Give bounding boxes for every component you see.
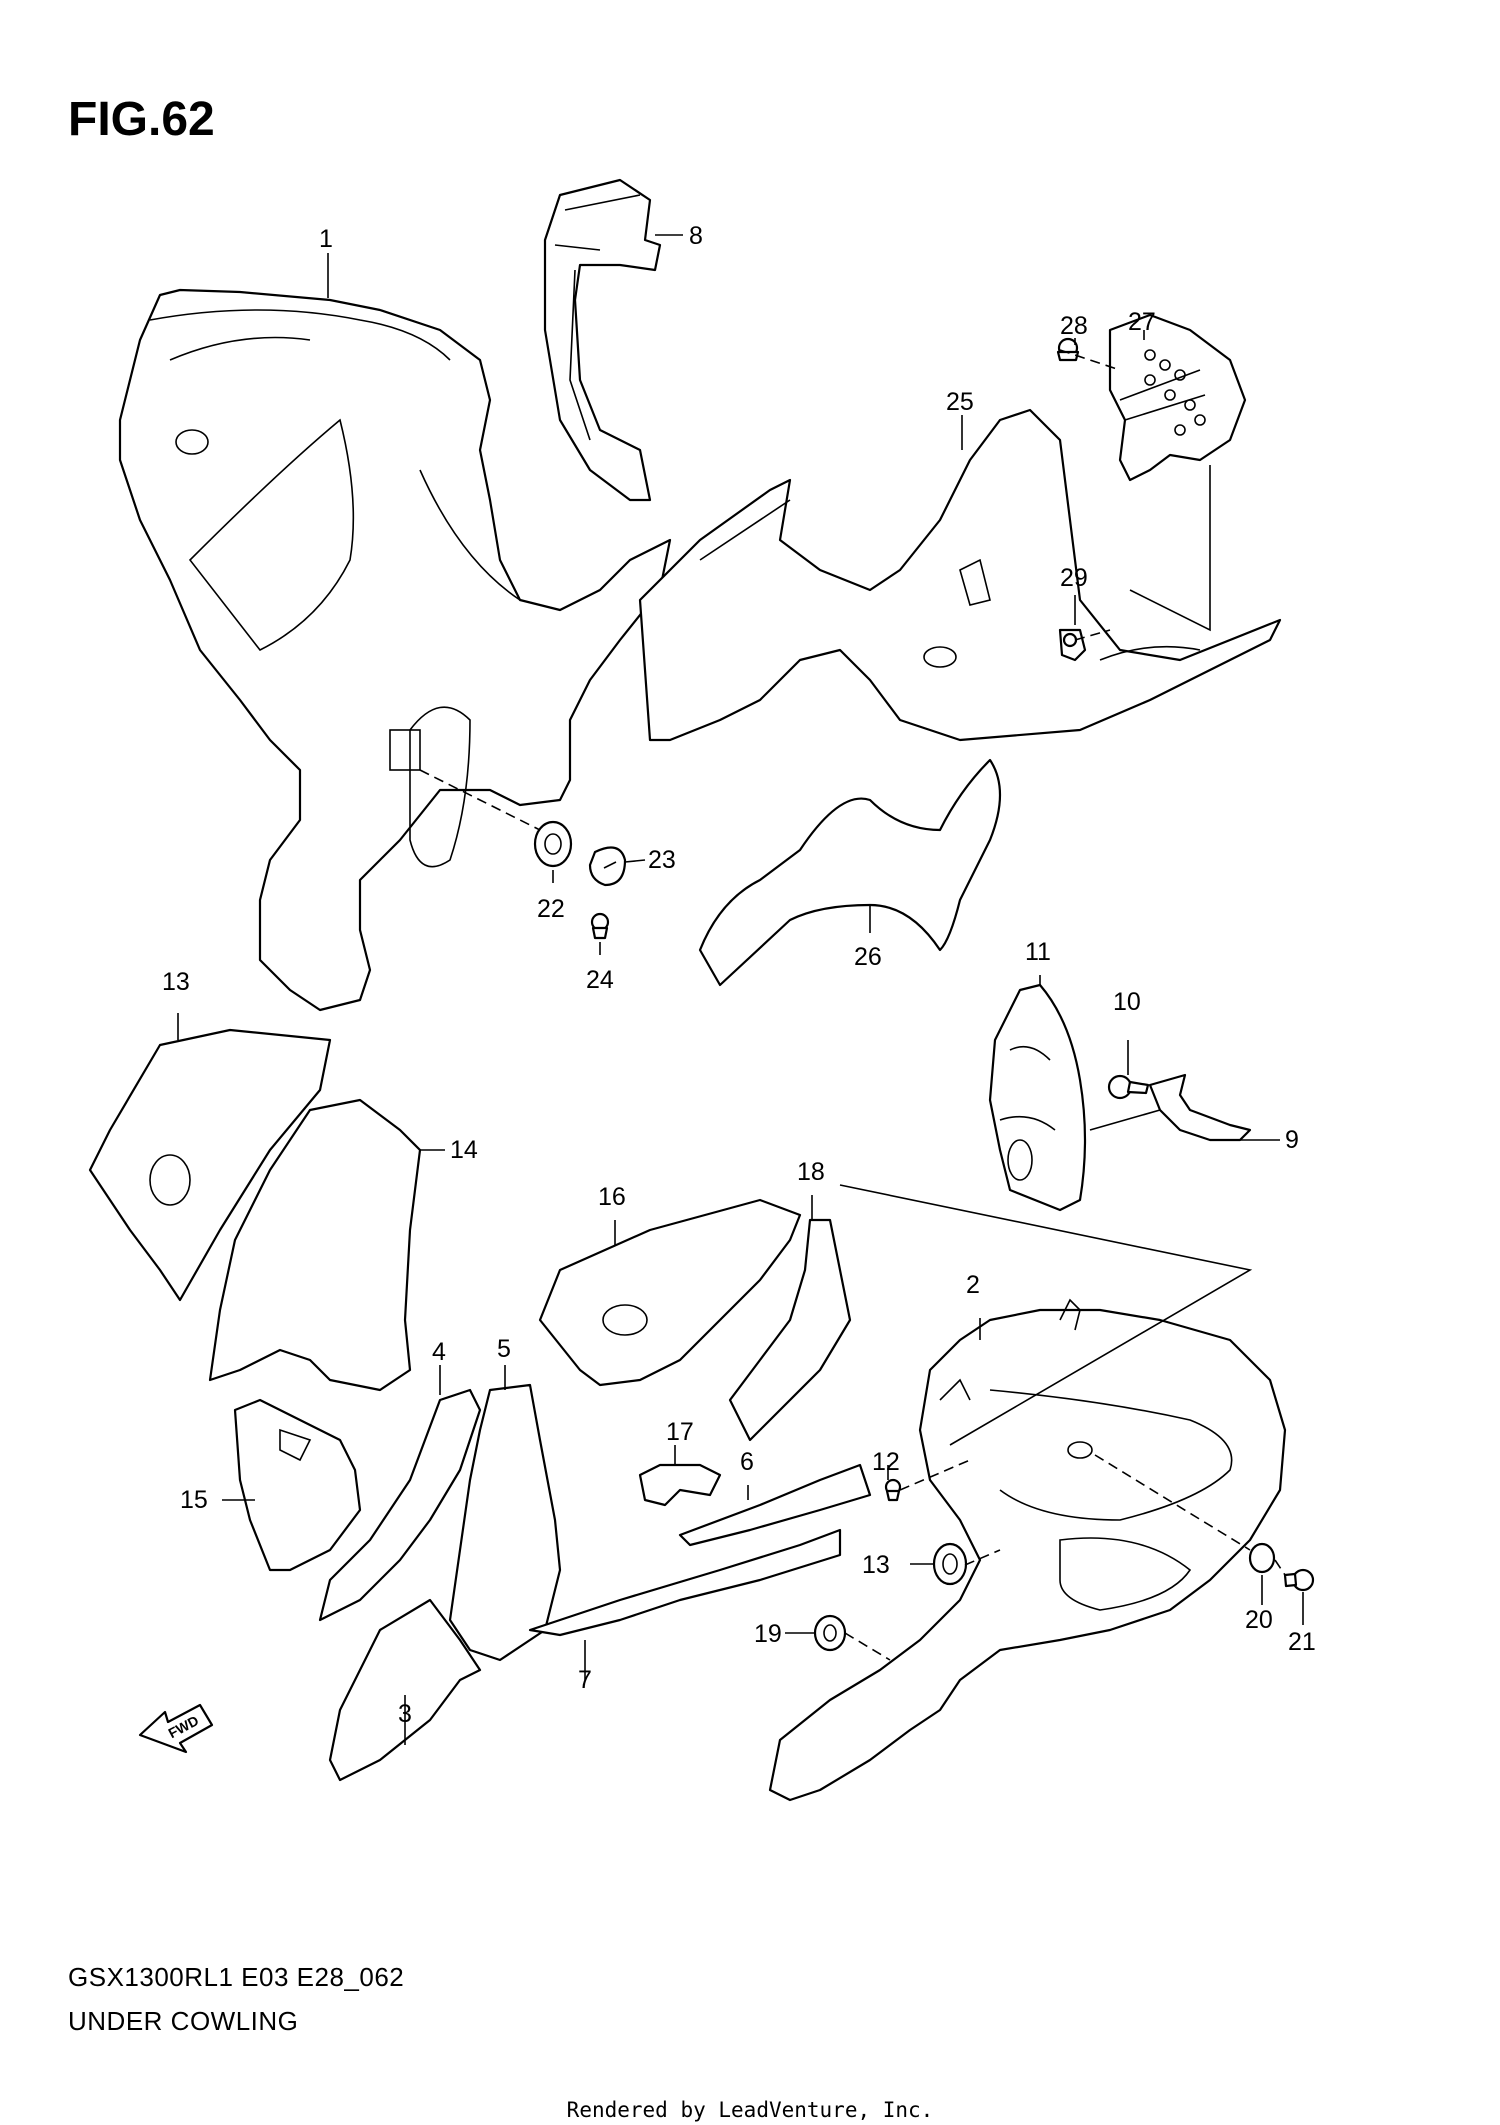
connection-lines [419,349,1286,1661]
part-10-bolt[interactable] [1107,1074,1150,1100]
part-26-liner[interactable] [698,758,1002,987]
part-21-bolt[interactable] [1283,1568,1315,1592]
figure-title: FIG.62 [68,93,215,146]
callout-16: 16 [598,1183,626,1211]
part-11-inner-panel[interactable] [988,983,1087,1212]
render-credit: Rendered by LeadVenture, Inc. [566,2098,934,2122]
callout-18: 18 [797,1158,825,1186]
callout-23: 23 [648,846,676,874]
callout-15: 15 [180,1486,208,1514]
callout-leaders [177,234,1304,1745]
part-16-panel[interactable] [538,1198,802,1387]
part-4-under-panel[interactable] [318,1388,482,1622]
callout-12: 12 [872,1448,900,1476]
part-19-grommet[interactable] [813,1614,847,1652]
part-9-bracket[interactable] [1148,1073,1252,1142]
part-1-inner-cowling[interactable] [118,288,672,1012]
callout-4: 4 [432,1338,446,1366]
part-29-clip[interactable] [1058,628,1087,662]
callout-1: 1 [319,225,333,253]
callout-26: 26 [854,943,882,971]
callout-22: 22 [537,895,565,923]
fwd-arrow: FWD [138,1703,214,1754]
part-20-nut[interactable] [1248,1542,1276,1574]
callout-19: 19 [754,1620,782,1648]
callout-20: 20 [1245,1606,1273,1634]
callout-24: 24 [586,966,614,994]
part-28-bolt[interactable] [1056,337,1080,362]
callout-29: 29 [1060,564,1088,592]
callout-8: 8 [689,222,703,250]
part-23-nut[interactable] [588,846,627,887]
part-15-lower-panel[interactable] [233,1398,362,1572]
part-14-side-panel[interactable] [208,1098,422,1392]
callout-27: 27 [1128,308,1156,336]
part-18-trim[interactable] [728,1218,852,1442]
part-12-screw[interactable] [884,1478,902,1502]
callout-13-top: 13 [162,968,190,996]
callout-28: 28 [1060,312,1088,340]
callout-9: 9 [1285,1126,1299,1154]
callout-10: 10 [1113,988,1141,1016]
callout-3: 3 [398,1700,412,1728]
callout-5: 5 [497,1335,511,1363]
part-13-side-panel[interactable] [88,1028,332,1302]
callout-13-bottom: 13 [862,1551,890,1579]
part-6-strip[interactable] [678,1463,872,1547]
part-2-under-cowling[interactable] [768,1298,1287,1802]
callout-21: 21 [1288,1628,1316,1656]
callout-6: 6 [740,1448,754,1476]
callout-17: 17 [666,1418,694,1446]
callout-14: 14 [450,1136,478,1164]
callout-7: 7 [578,1666,592,1694]
section-name: UNDER COWLING [68,2006,299,2036]
callout-11: 11 [1025,938,1051,966]
callout-25: 25 [946,388,974,416]
part-5-under-panel[interactable] [448,1383,562,1662]
part-3-under-panel[interactable] [328,1598,482,1782]
part-8-duct[interactable] [543,178,662,502]
part-7-strip[interactable] [528,1528,842,1637]
callout-2: 2 [966,1271,980,1299]
part-25-side-cowling[interactable] [638,408,1282,742]
part-22-grommet[interactable] [533,820,573,868]
part-24-screw[interactable] [590,912,610,940]
part-17-clip[interactable] [638,1463,722,1507]
part-13-grommet[interactable] [932,1542,968,1586]
model-code: GSX1300RL1 E03 E28_062 [68,1962,405,1992]
part-27-bracket[interactable] [1108,313,1247,482]
